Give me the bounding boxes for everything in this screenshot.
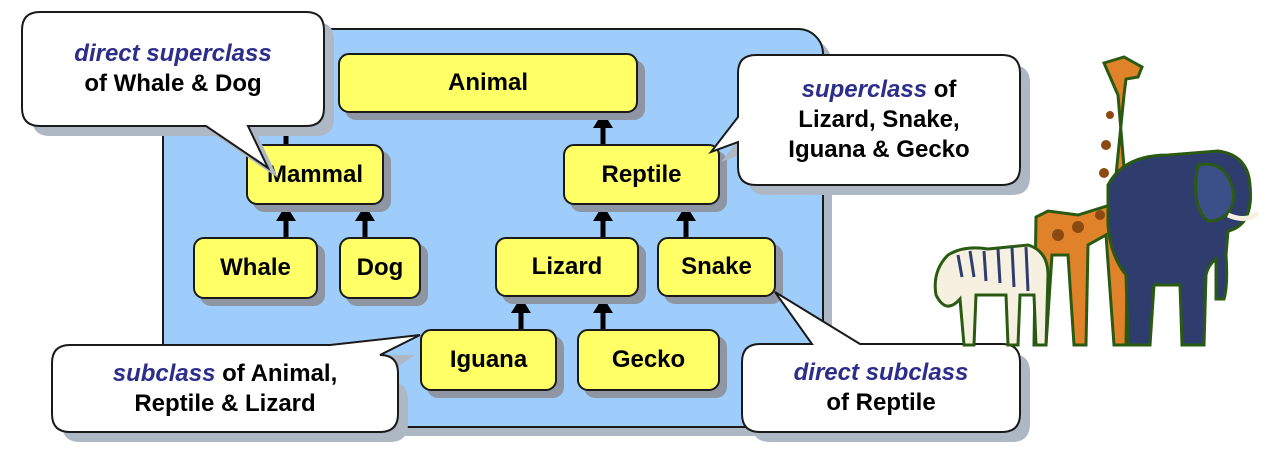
callout-bottom-left-line2: Reptile & Lizard xyxy=(134,389,316,417)
node-mammal: Mammal xyxy=(246,144,384,205)
node-gecko: Gecko xyxy=(577,329,720,391)
callout-bottom-right-emphasis: direct subclass xyxy=(793,359,969,386)
node-dog: Dog xyxy=(339,237,421,299)
elephant-icon xyxy=(1106,149,1260,347)
callout-top-right-emphasis: superclass xyxy=(801,76,928,103)
callout-top-left: direct superclass of Whale & Dog xyxy=(22,12,324,126)
callout-top-right-rest: of xyxy=(927,76,957,103)
node-lizard: Lizard xyxy=(495,237,639,297)
callout-bottom-left-rest: of Animal, xyxy=(215,359,338,387)
callout-top-right: superclass of Lizard, Snake, Iguana & Ge… xyxy=(738,55,1020,185)
node-animal: Animal xyxy=(338,53,638,113)
node-snake: Snake xyxy=(657,237,776,297)
callout-top-left-line2: of Whale & Dog xyxy=(84,70,262,97)
callout-bottom-left-emphasis: subclass xyxy=(112,359,216,387)
callout-top-left-emphasis: direct superclass xyxy=(74,40,272,67)
callout-top-right-line2: Lizard, Snake, xyxy=(798,106,960,133)
zebra-icon xyxy=(933,243,1050,347)
animals-illustration xyxy=(933,55,1260,347)
node-reptile: Reptile xyxy=(563,144,720,205)
callout-top-right-line3: Iguana & Gecko xyxy=(788,136,970,163)
node-iguana: Iguana xyxy=(420,329,557,391)
callout-bottom-right: direct subclass of Reptile xyxy=(742,344,1020,432)
callout-bottom-left: subclass of Animal, Reptile & Lizard xyxy=(52,345,398,432)
node-whale: Whale xyxy=(193,237,318,299)
callout-bottom-right-line2: of Reptile xyxy=(826,389,936,416)
